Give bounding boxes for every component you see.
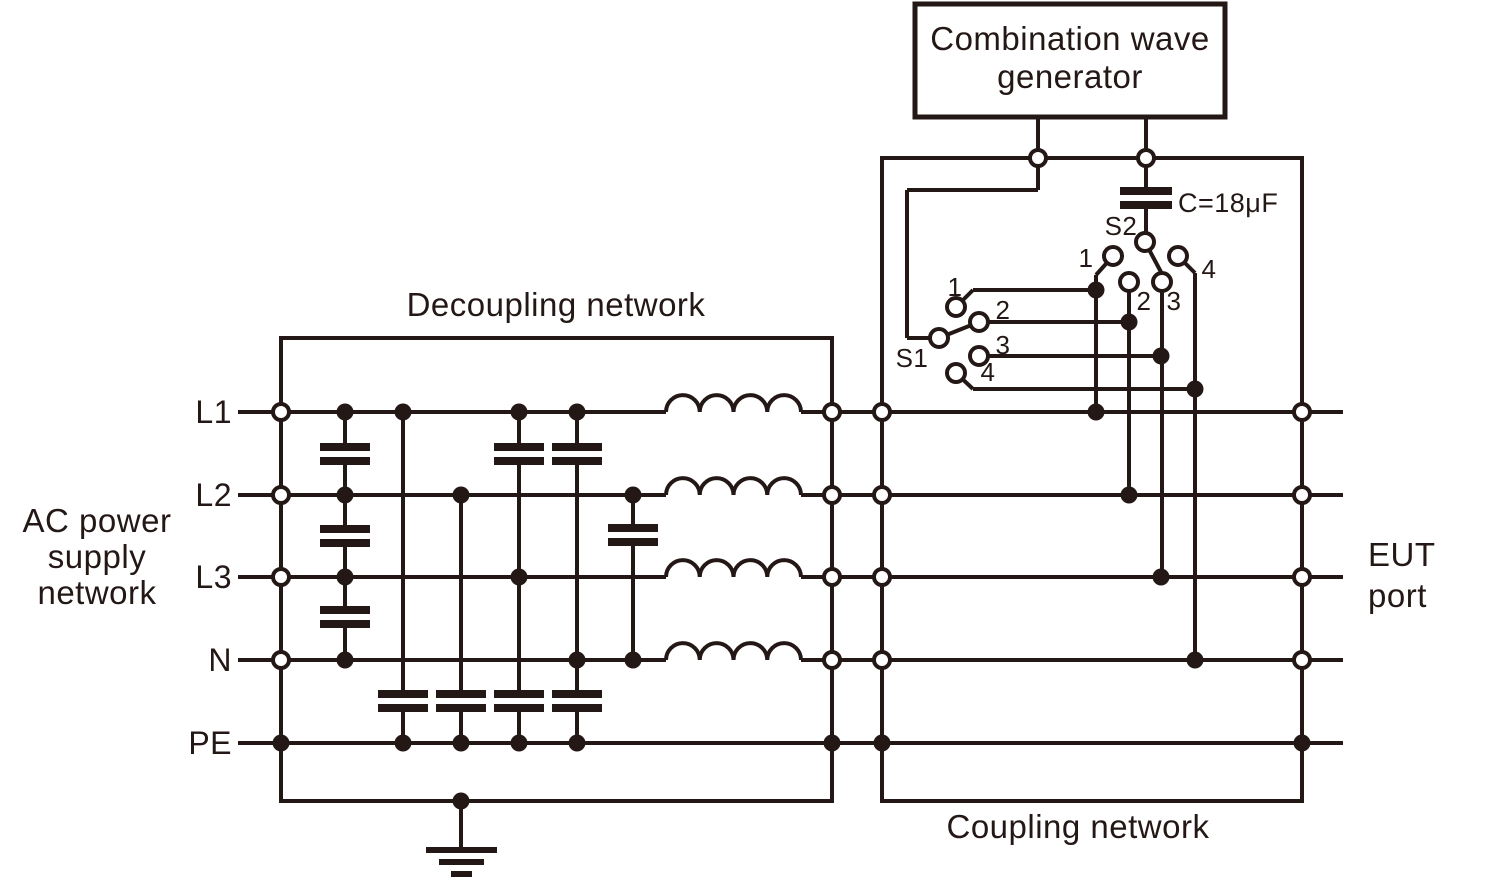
switch-contacts <box>928 231 1189 384</box>
coupling-network-label: Coupling network <box>946 808 1210 845</box>
ac-supply-label: AC power supply network <box>22 502 172 611</box>
s1-label: S1 <box>895 343 929 373</box>
s1-contact-4 <box>945 362 967 384</box>
inductor-l3 <box>664 558 803 578</box>
junction-dot <box>452 734 470 752</box>
terminal <box>822 485 842 505</box>
s1-contact-2 <box>968 311 990 333</box>
junction-dot <box>873 734 891 752</box>
junction-dot <box>336 651 354 669</box>
terminal <box>872 567 892 587</box>
junction-dot <box>272 734 290 752</box>
ground-symbol <box>426 801 497 877</box>
s2-contact-3 <box>1151 271 1173 293</box>
junction-dot <box>1120 486 1138 504</box>
inductor-l2 <box>664 476 803 496</box>
s1-contact-1 <box>945 296 967 318</box>
terminal <box>872 650 892 670</box>
line-label-n: N <box>208 642 232 678</box>
terminal <box>271 567 291 587</box>
junction-dot <box>510 734 528 752</box>
s2-label: S2 <box>1104 211 1138 241</box>
junction-dot <box>1087 403 1105 421</box>
s2-pos3-label: 3 <box>1166 286 1182 316</box>
terminal <box>822 402 842 422</box>
junction-dot <box>1152 347 1170 365</box>
junction-dot <box>452 486 470 504</box>
s2-contact-1 <box>1102 245 1124 267</box>
terminal <box>1292 650 1312 670</box>
ground-junction-dot <box>452 792 470 810</box>
junction-dot <box>1152 568 1170 586</box>
s2-pos2-label: 2 <box>1136 286 1152 316</box>
junction-dot <box>1186 651 1204 669</box>
junction-dot <box>394 403 412 421</box>
junction-dot <box>823 734 841 752</box>
terminal <box>872 485 892 505</box>
junction-dot <box>568 403 586 421</box>
terminal <box>271 485 291 505</box>
terminals <box>271 148 1312 670</box>
junction-dot <box>336 486 354 504</box>
junction-dot <box>568 651 586 669</box>
s2-pos4-label: 4 <box>1201 254 1217 284</box>
junction-dot <box>1293 734 1311 752</box>
s2-pos1-label: 1 <box>1078 243 1094 273</box>
s2-contact-2 <box>1118 271 1140 293</box>
generator-box <box>912 1 1228 120</box>
s1-contact-3 <box>968 345 990 367</box>
s1-pos2-label: 2 <box>995 295 1011 325</box>
terminal <box>271 402 291 422</box>
terminal <box>872 402 892 422</box>
coupling-cap-value-label: C=18μF <box>1178 188 1279 218</box>
junction-dot <box>1120 313 1138 331</box>
decoupling-inductors <box>664 393 803 661</box>
generator-terminal <box>1028 148 1048 168</box>
terminal <box>1292 402 1312 422</box>
s2-contact-4 <box>1167 245 1189 267</box>
junction-dot <box>624 651 642 669</box>
s1-common-contact <box>928 327 950 349</box>
junction-dot <box>336 568 354 586</box>
generator-terminal <box>1136 148 1156 168</box>
line-label-l1: L1 <box>195 394 232 430</box>
s1-pos1-label: 1 <box>947 272 963 302</box>
s1-pos3-label: 3 <box>995 330 1011 360</box>
eut-port-label: EUT port <box>1368 536 1436 614</box>
terminal <box>822 567 842 587</box>
junction-dot <box>624 486 642 504</box>
terminal <box>822 650 842 670</box>
junction-dot <box>394 734 412 752</box>
terminal <box>1292 567 1312 587</box>
junction-dot <box>336 403 354 421</box>
inductor-n <box>664 641 803 661</box>
inductor-l1 <box>664 393 803 413</box>
junction-dot <box>510 403 528 421</box>
generator-label: Combination wave generator <box>930 20 1210 95</box>
coupling-network-box <box>880 156 1304 803</box>
junction-dot <box>510 568 528 586</box>
junction-dot <box>1186 380 1204 398</box>
line-label-l3: L3 <box>195 559 232 595</box>
decoupling-network-label: Decoupling network <box>406 286 706 323</box>
capacitor-symbols <box>320 187 1172 712</box>
s2-common-contact <box>1134 231 1156 253</box>
line-label-l2: L2 <box>195 477 232 513</box>
junction-dot <box>568 734 586 752</box>
decoupling-network-box <box>279 336 834 803</box>
s1-pos4-label: 4 <box>980 357 996 387</box>
junction-dot <box>1087 281 1105 299</box>
terminal <box>1292 485 1312 505</box>
junction-dots <box>272 281 1311 810</box>
terminal <box>271 650 291 670</box>
line-label-pe: PE <box>188 725 232 761</box>
